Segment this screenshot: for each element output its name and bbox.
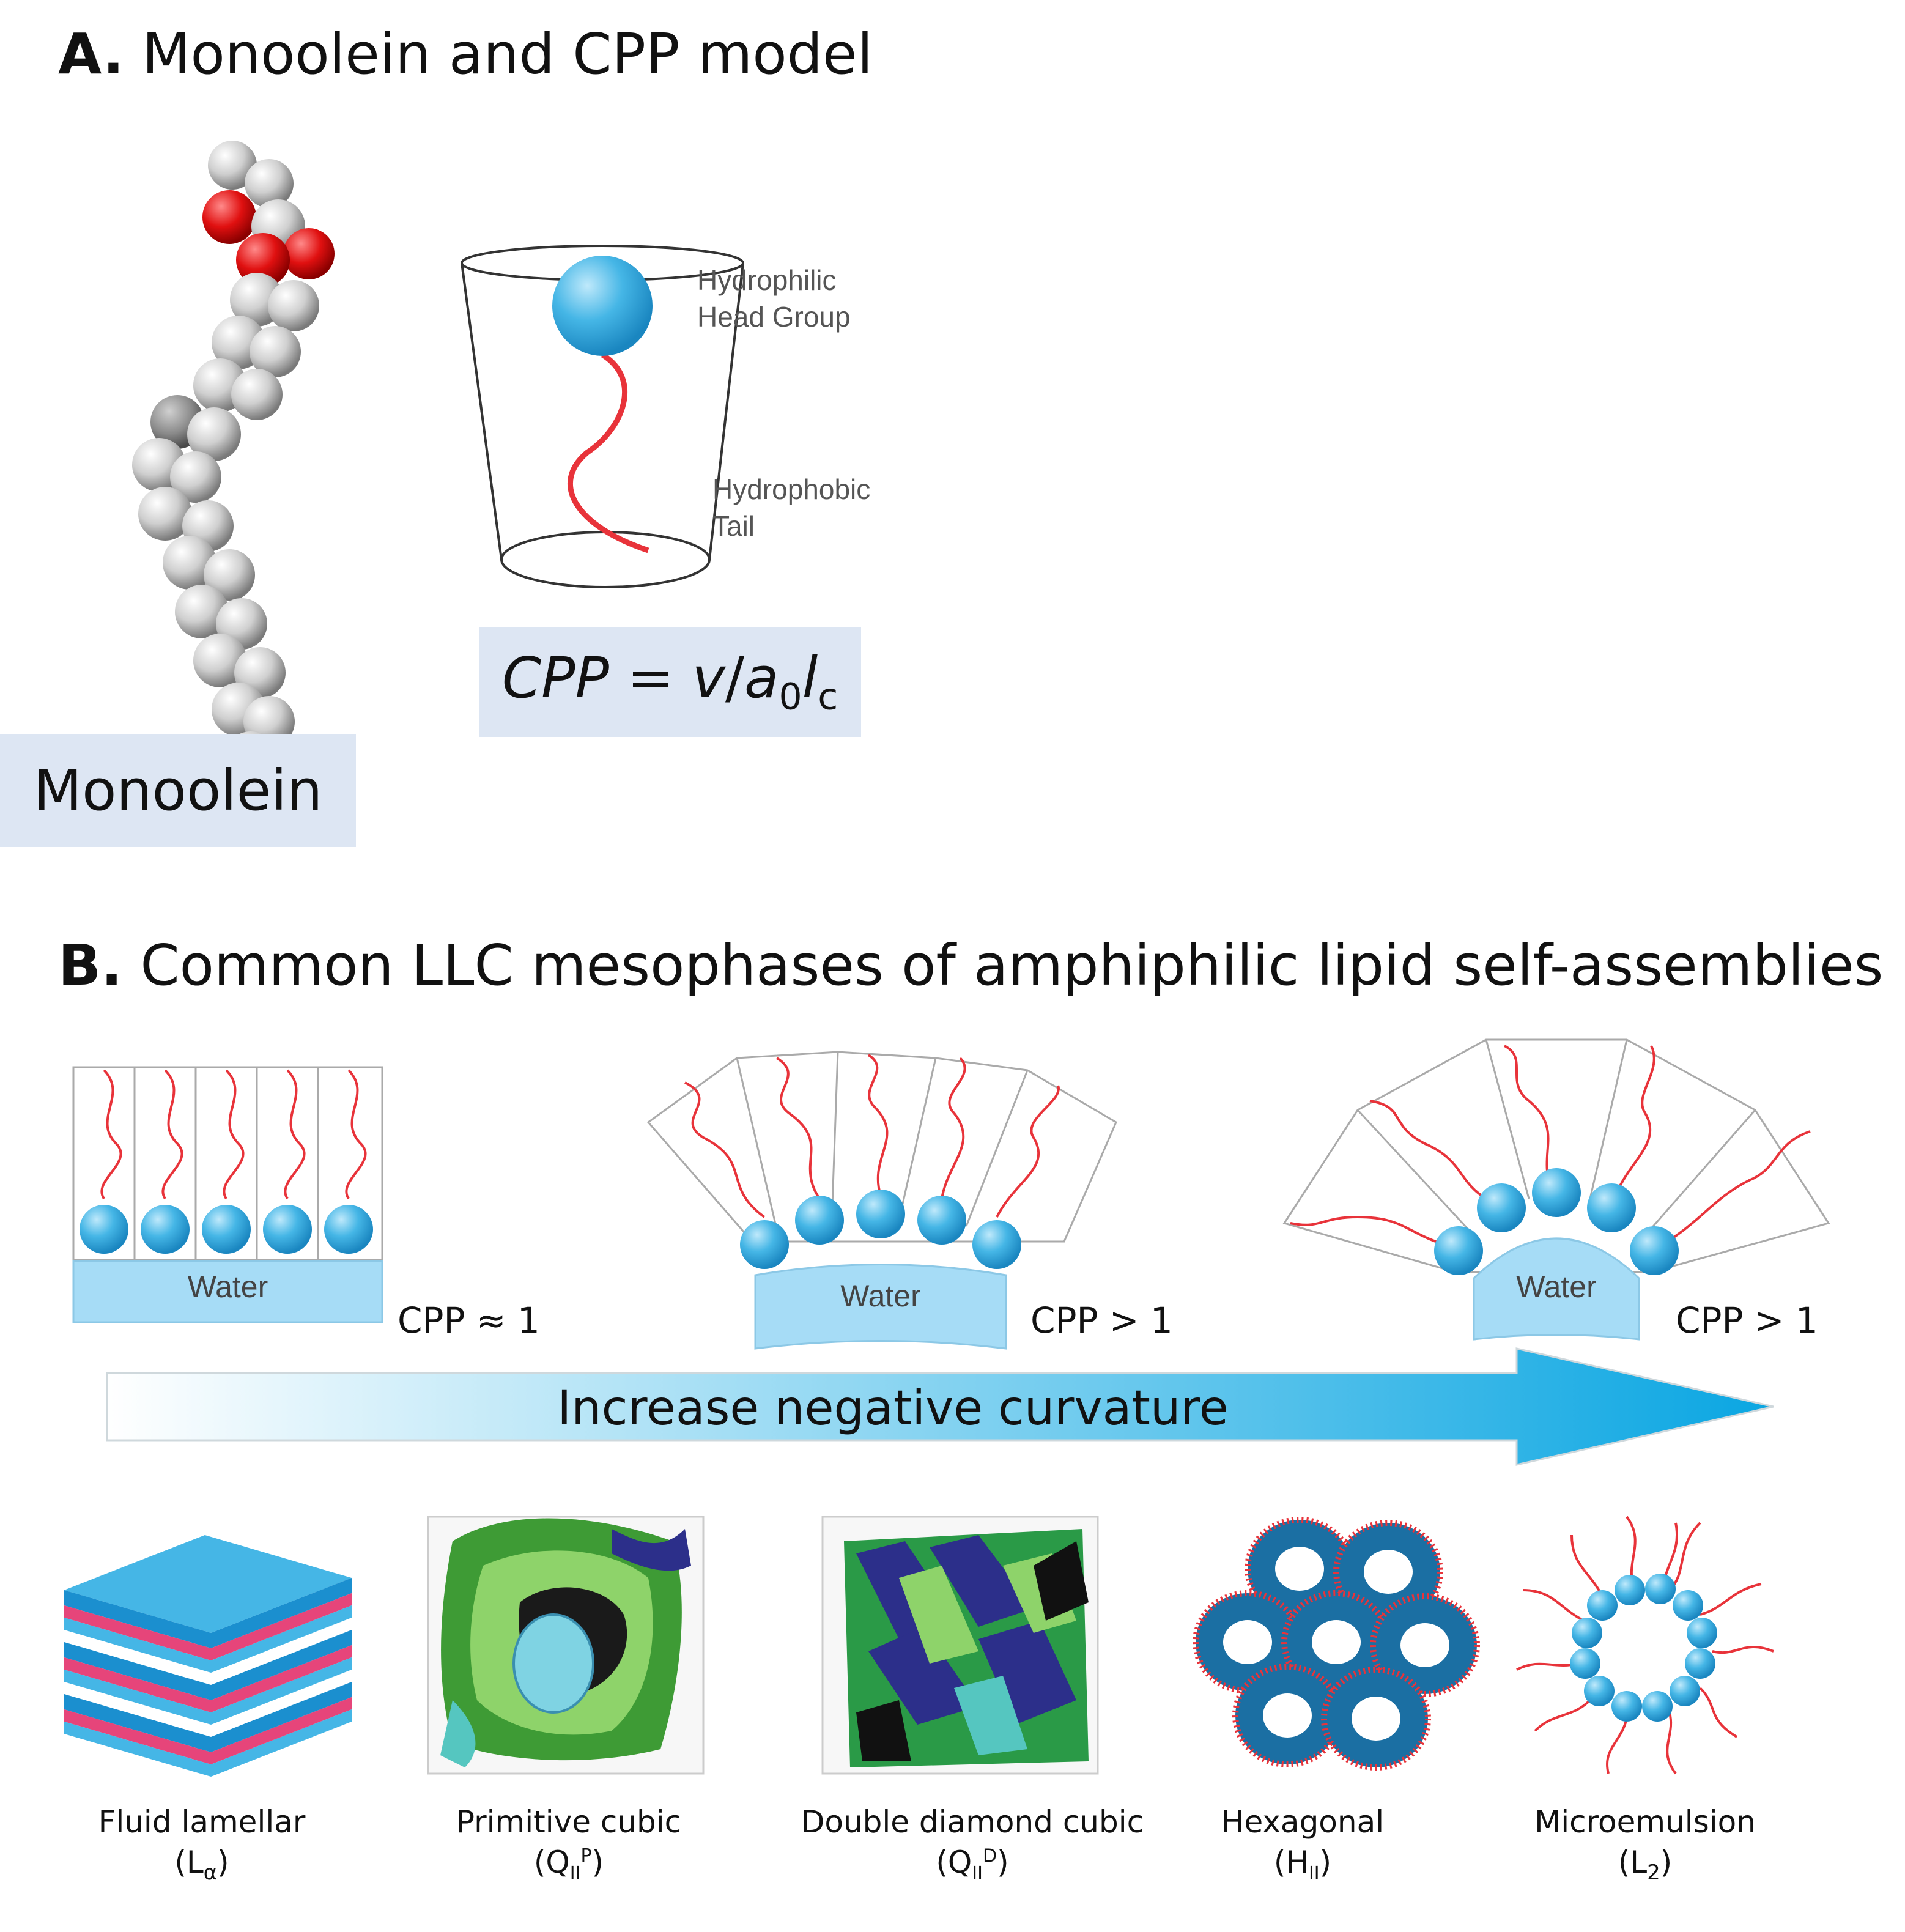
phase-symbol-primitive-cubic: (QIIP) xyxy=(533,1845,604,1884)
panel-a-title: A. Monoolein and CPP model xyxy=(58,21,873,87)
monoolein-label-box: Monoolein xyxy=(0,734,356,847)
formula-slash: / xyxy=(725,645,745,711)
phase-caption-double-diamond: Double diamond cubic (QIID) xyxy=(783,1804,1162,1884)
cone-head-label-line2: Head Group xyxy=(697,301,851,333)
formula-lhs: CPP xyxy=(501,645,610,711)
phase-caption-hexagonal: Hexagonal (HII) xyxy=(1174,1804,1431,1884)
phase-symbol-microemulsion: (L2) xyxy=(1618,1845,1673,1885)
double-diamond-cubic-image xyxy=(821,1516,1099,1775)
cpp-label-3: CPP > 1 xyxy=(1676,1300,1818,1341)
cpp-label-1: CPP ≈ 1 xyxy=(398,1300,540,1341)
cpp-formula-box: CPP = v/a0lc xyxy=(479,627,861,737)
hexagonal-image xyxy=(1193,1517,1480,1771)
phase-name-hexagonal: Hexagonal xyxy=(1221,1804,1385,1840)
cone-tail-label-line1: Hydrophobic xyxy=(712,473,871,505)
panel-b-title: B. Common LLC mesophases of amphiphilic … xyxy=(58,933,1883,998)
phase-caption-microemulsion: Microemulsion (L2) xyxy=(1498,1804,1792,1885)
cone-tail-label: Hydrophobic Tail xyxy=(712,471,870,544)
phase-name-double-diamond: Double diamond cubic xyxy=(801,1804,1144,1840)
panel-a-letter: A. xyxy=(58,21,124,87)
arrow-label: Increase negative curvature xyxy=(557,1381,1229,1436)
panel-b-letter: B. xyxy=(58,933,123,998)
cone-model-illustration xyxy=(461,245,744,588)
cone-tail-label-line2: Tail xyxy=(712,510,755,542)
cpp-formula: CPP = v/a0lc xyxy=(502,645,838,718)
formula-a: a xyxy=(744,645,779,711)
microemulsion-image xyxy=(1516,1516,1774,1775)
lamellar-schematic xyxy=(72,1066,383,1323)
panel-a-title-text: Monoolein and CPP model xyxy=(142,21,873,87)
panel-b-title-text: Common LLC mesophases of amphiphilic lip… xyxy=(140,933,1884,998)
formula-v: v xyxy=(692,645,726,711)
fluid-lamellar-image xyxy=(64,1535,352,1777)
curved-schematic-1 xyxy=(646,1051,1117,1350)
formula-eq: = xyxy=(609,645,692,711)
primitive-cubic-image xyxy=(427,1516,705,1775)
formula-l: l xyxy=(802,645,818,711)
phase-caption-lamellar: Fluid lamellar (Lα) xyxy=(37,1804,367,1885)
water-label-2: Water xyxy=(840,1279,921,1313)
cone-head-label: Hydrophilic Head Group xyxy=(697,262,851,335)
cpp-label-2: CPP > 1 xyxy=(1030,1300,1173,1341)
phase-name-lamellar: Fluid lamellar xyxy=(98,1804,306,1840)
phase-symbol-lamellar: (Lα) xyxy=(174,1845,229,1885)
phase-caption-primitive-cubic: Primitive cubic (QIIP) xyxy=(404,1804,734,1884)
phase-name-microemulsion: Microemulsion xyxy=(1534,1804,1756,1840)
formula-l-sub: c xyxy=(818,675,838,719)
water-label-1: Water xyxy=(187,1270,268,1304)
water-label-3: Water xyxy=(1516,1270,1597,1304)
cone-head-label-line1: Hydrophilic xyxy=(697,264,837,296)
formula-a-sub: 0 xyxy=(779,675,802,719)
monoolein-label: Monoolein xyxy=(33,758,323,823)
curvature-arrow xyxy=(106,1347,1774,1466)
curved-schematic-2 xyxy=(1282,1038,1830,1341)
phase-symbol-double-diamond: (QIID) xyxy=(936,1845,1009,1884)
phase-symbol-hexagonal: (HII) xyxy=(1273,1845,1332,1884)
phase-name-primitive-cubic: Primitive cubic xyxy=(456,1804,682,1840)
